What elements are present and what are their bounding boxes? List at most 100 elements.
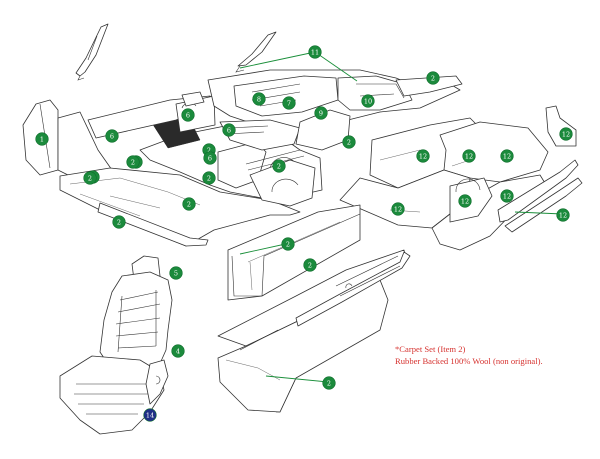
callout-badge [181,108,195,122]
callout-10: 10 [361,94,375,108]
callout-12: 12 [559,127,573,141]
seat-illustration [59,255,173,435]
callout-badge [252,92,266,106]
callout-number: 2 [327,379,331,387]
callout-12: 12 [556,208,570,222]
sill-carpet-panel [217,249,411,413]
callout-number: 11 [311,48,319,56]
callout-12: 12 [500,149,514,163]
callout-number: 2 [207,174,211,182]
callout-number: 12 [461,197,469,205]
callout-11: 11 [308,45,322,59]
callout-number: 7 [287,99,291,107]
callout-badge [202,171,216,185]
callout-number: 6 [208,154,212,162]
callout-14: 14 [143,408,157,422]
callout-badge [458,194,472,208]
pillar-trim-left [75,23,109,81]
callout-number: 12 [465,152,473,160]
callout-markers: 1222222222222224566667891011121212121212… [35,45,573,422]
callout-badge [308,45,322,59]
callout-number: 4 [176,347,180,355]
callout-number: 2 [131,158,135,166]
callout-badge [182,197,196,211]
callout-badge [272,159,286,173]
callout-badge [426,71,440,85]
callout-number: 2 [277,162,281,170]
callout-2: 2 [322,376,336,390]
callout-badge [105,129,119,143]
callout-badge [500,149,514,163]
callout-12: 12 [462,149,476,163]
callout-5: 5 [169,266,183,280]
callout-number: 2 [286,240,290,248]
callout-6: 6 [105,129,119,143]
callout-2: 2 [126,155,140,169]
callout-number: 5 [174,269,178,277]
callout-12: 12 [500,189,514,203]
callout-badge [203,151,217,165]
callout-1: 1 [35,132,49,146]
callout-2: 2 [303,258,317,272]
callout-2: 2 [83,171,97,185]
callout-badge [391,202,405,216]
callout-number: 2 [347,138,351,146]
callout-number: 2 [308,261,312,269]
callout-number: 14 [146,411,154,419]
callout-2: 2 [112,215,126,229]
callout-number: 12 [503,152,511,160]
callout-number: 1 [40,135,44,143]
callout-badge [416,149,430,163]
callout-number: 8 [257,95,261,103]
callout-number: 12 [559,211,567,219]
callout-badge [556,208,570,222]
floor-carpet-set [22,69,463,247]
carpet-set-note-title: *Carpet Set (Item 2) [395,344,466,354]
callout-number: 12 [562,130,570,138]
callout-number: 2 [207,146,211,154]
callout-badge [171,344,185,358]
leader-lines [239,51,564,383]
callout-2: 2 [202,171,216,185]
rear-trim-panels [339,105,583,251]
callout-6: 6 [222,123,236,137]
callout-badge [169,266,183,280]
callout-7: 7 [282,96,296,110]
callout-number: 2 [187,200,191,208]
callout-2: 2 [342,135,356,149]
callout-number: 9 [319,109,323,117]
callout-number: 6 [110,132,114,140]
callout-number: 10 [364,97,372,105]
callout-number: 2 [88,174,92,182]
callout-2: 2 [272,159,286,173]
callout-8: 8 [252,92,266,106]
callout-badge [342,135,356,149]
callout-4: 4 [171,344,185,358]
callout-badge [282,96,296,110]
callout-badge [126,155,140,169]
callout-badge [322,376,336,390]
callout-badge [500,189,514,203]
callout-9: 9 [314,106,328,120]
callout-number: 2 [431,74,435,82]
callout-number: 12 [394,205,402,213]
callout-badge [112,215,126,229]
callout-12: 12 [458,194,472,208]
callout-badge [35,132,49,146]
callout-badge [222,123,236,137]
callout-12: 12 [391,202,405,216]
callout-badge [281,237,295,251]
callout-6: 6 [181,108,195,122]
callout-6: 6 [203,151,217,165]
callout-badge [462,149,476,163]
callout-number: 6 [186,111,190,119]
callout-number: 2 [117,218,121,226]
callout-badge [361,94,375,108]
callout-number: 12 [503,192,511,200]
callout-badge [303,258,317,272]
callout-2: 2 [182,197,196,211]
callout-number: 6 [227,126,231,134]
callout-12: 12 [416,149,430,163]
tunnel-carpet-panel [227,204,361,301]
